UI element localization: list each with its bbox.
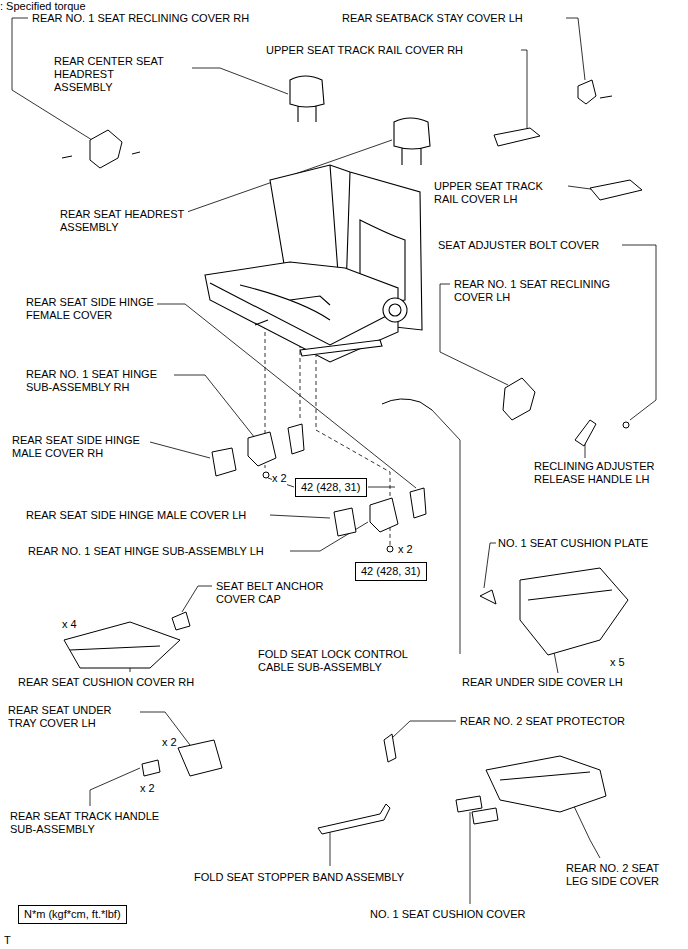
rear-seat: [205, 76, 430, 362]
part-name: REAR NO. 1 SEAT HINGE SUB-ASSEMBLY LH: [28, 545, 264, 558]
cushion-plate: [480, 590, 496, 604]
leader-line: [290, 522, 368, 551]
leader-line: [174, 375, 255, 438]
part-name: REAR SEAT SIDE HINGE MALE COVER LH: [26, 509, 246, 522]
part-name: REAR SEAT SIDE HINGE MALE COVER RH: [12, 434, 143, 460]
female-cover-rh: [288, 424, 304, 454]
part-name: REAR UNDER SIDE COVER LH: [462, 676, 623, 689]
reclining-cover-lh: [503, 378, 535, 420]
bolt-cover: [623, 422, 629, 428]
female-cover-lh: [410, 488, 426, 518]
track-handle: [142, 760, 160, 776]
rail-cover-rh: [494, 128, 540, 146]
quantity-label: x 2: [398, 543, 413, 556]
recliner: [383, 298, 407, 322]
leg-side-cover: [486, 756, 606, 812]
part-name: REAR NO. 2 SEAT PROTECTOR: [460, 715, 625, 728]
cushion-detail: [210, 283, 398, 345]
stopper-band: [318, 804, 390, 834]
torque-value: 42 (428, 31): [301, 481, 360, 494]
part-name: REAR SEAT SIDE HINGE FEMALE COVER: [26, 296, 157, 322]
part-name: REAR CENTER SEAT HEADREST ASSEMBLY: [54, 55, 167, 94]
nut: [387, 546, 393, 552]
cushion-cover: [456, 796, 498, 824]
leader-line: [192, 68, 288, 94]
torque-legend-box: N*m (kgf*cm, ft.*lbf): [18, 905, 127, 924]
part-name: SEAT ADJUSTER BOLT COVER: [438, 239, 599, 252]
reclining-cover-rh: [90, 130, 122, 168]
leader-line: [521, 50, 527, 128]
part-name: SEAT BELT ANCHOR COVER CAP: [216, 580, 327, 606]
leader-line: [470, 812, 471, 904]
headrest: [290, 76, 324, 122]
quantity-label: x 2: [272, 472, 287, 485]
part-name: REAR SEAT UNDER TRAY COVER LH: [8, 704, 115, 730]
seat-protector: [384, 734, 396, 762]
part-name: UPPER SEAT TRACK RAIL COVER RH: [266, 44, 463, 57]
torque-box: 42 (428, 31): [355, 562, 427, 581]
torque-value: 42 (428, 31): [361, 565, 420, 578]
part-name: NO. 1 SEAT CUSHION COVER: [370, 908, 525, 921]
rail-cover-lh: [590, 180, 642, 200]
leader-line: [484, 543, 496, 588]
male-cover-rh: [212, 448, 236, 476]
legend-text: : Specified torque: [0, 0, 86, 12]
anchor-cover-cap: [172, 612, 190, 630]
leader-line: [368, 487, 395, 488]
leader-line: [622, 245, 656, 420]
headrest: [394, 118, 430, 165]
part-name: NO. 1 SEAT CUSHION PLATE: [498, 537, 648, 550]
parts: [62, 80, 642, 834]
release-handle-lh: [575, 420, 596, 446]
leader-line: [432, 410, 460, 654]
seat-rail: [255, 320, 382, 356]
leader-line: [392, 721, 456, 738]
quantity-label: x 2: [162, 736, 177, 749]
part-name: UPPER SEAT TRACK RAIL COVER LH: [434, 180, 546, 206]
part-name: REAR NO. 1 SEAT RECLINING COVER RH: [32, 12, 249, 25]
leader-line: [554, 652, 558, 673]
part-name: FOLD SEAT STOPPER BAND ASSEMBLY: [194, 871, 404, 884]
under-tray-cover-lh: [178, 740, 222, 776]
hinge-lh: [370, 498, 398, 532]
part-name: REAR SEATBACK STAY COVER LH: [342, 12, 523, 25]
stay-cover-lh: [578, 80, 612, 104]
screw: [62, 152, 140, 158]
cushion-cover-rh: [64, 622, 180, 668]
quantity-label: x 5: [610, 656, 625, 669]
leader-line: [330, 830, 331, 866]
torque-value: N*m (kgf*cm, ft.*lbf): [24, 908, 121, 921]
under-side-cover-lh: [520, 568, 628, 655]
part-name: REAR NO. 1 SEAT HINGE SUB-ASSEMBLY RH: [26, 368, 161, 394]
leader-line: [150, 442, 210, 458]
leader-line: [90, 768, 140, 806]
part-name: FOLD SEAT LOCK CONTROL CABLE SUB-ASSEMBL…: [258, 648, 411, 674]
part-name: REAR SEAT TRACK HANDLE SUB-ASSEMBLY: [10, 810, 163, 836]
nut: [263, 472, 269, 478]
quantity-label: x 4: [62, 618, 77, 631]
leader-line: [270, 515, 330, 518]
hinge-rh: [248, 432, 276, 466]
control-cable: [382, 399, 432, 410]
part-name: REAR SEAT HEADREST ASSEMBLY: [60, 208, 188, 234]
part-name: REAR SEAT CUSHION COVER RH: [18, 676, 194, 689]
leader-line: [182, 586, 212, 612]
part-name: REAR NO. 1 SEAT RECLINING COVER LH: [454, 278, 614, 304]
recliner: [389, 304, 401, 316]
quantity-label: x 2: [140, 782, 155, 795]
male-cover-lh: [334, 508, 356, 536]
quantity-label: T: [4, 934, 11, 947]
leader-line: [572, 802, 600, 858]
part-name: REAR NO. 2 SEAT LEG SIDE COVER: [566, 862, 663, 888]
seat-cushion: [205, 262, 398, 362]
part-name: RECLINING ADJUSTER RELEASE HANDLE LH: [534, 460, 658, 486]
leader-line: [566, 18, 585, 80]
torque-box: 42 (428, 31): [295, 478, 367, 497]
